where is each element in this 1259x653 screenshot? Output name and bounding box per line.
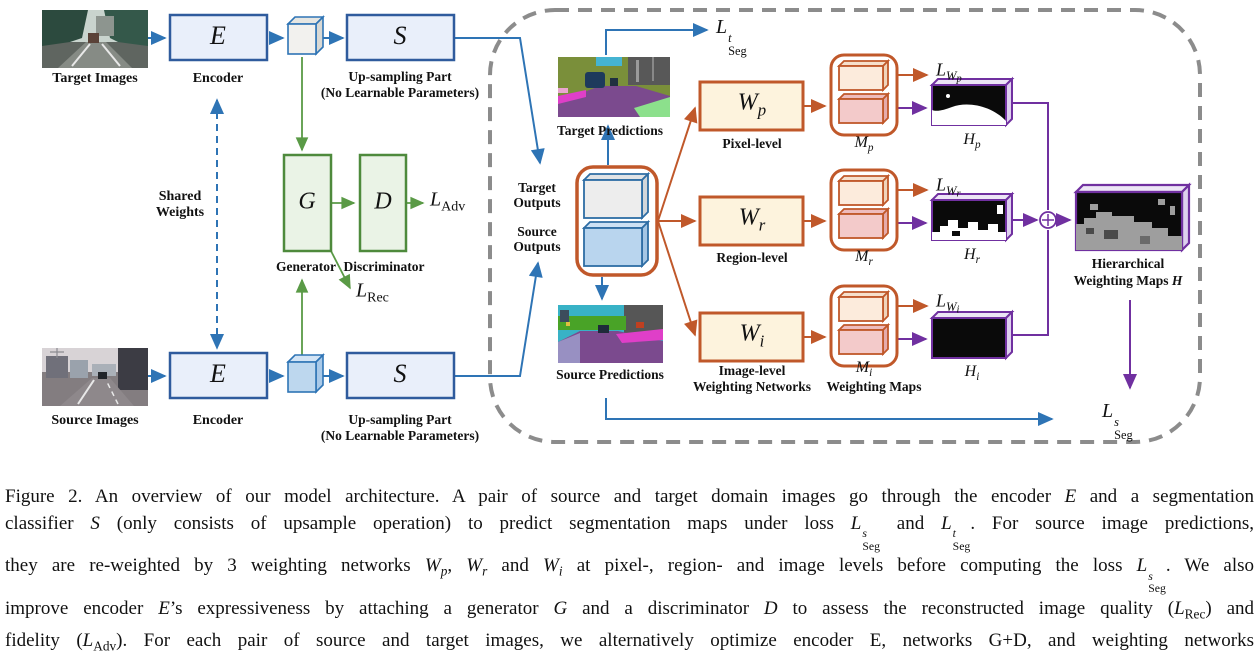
- caption-line: fidelity (LAdv). For each pair of source…: [5, 629, 1254, 653]
- discriminator-label: Discriminator: [343, 259, 425, 274]
- target-outputs-label-2: Outputs: [513, 195, 561, 210]
- hierarchical-map-hr: [929, 191, 1015, 243]
- blue-flow-arrows: [148, 23, 1054, 426]
- hierarchical-label-1: Hierarchical: [1091, 256, 1165, 271]
- shared-weights-label-1: Shared: [158, 189, 202, 204]
- target-street-photo: [42, 10, 148, 68]
- pixel-network-letter: Wp: [737, 89, 767, 120]
- target-predictions-image: [558, 57, 670, 117]
- mi-label: Mi: [855, 359, 873, 379]
- upsampling-top-label-1: Up-sampling Part: [348, 69, 452, 84]
- source-outputs-label-2: Outputs: [513, 239, 561, 254]
- caption-line: Figure 2. An overview of our model archi…: [5, 486, 1254, 507]
- feature-cube-top: [286, 15, 325, 56]
- generator-letter: G: [298, 188, 316, 215]
- upsampling-bottom-label-1: Up-sampling Part: [348, 412, 452, 427]
- source-predictions-label: Source Predictions: [556, 367, 664, 382]
- mr-label: Mr: [855, 248, 873, 268]
- upsampling-bottom-box: [345, 351, 456, 400]
- upsampling-bottom-letter: S: [393, 359, 407, 388]
- outputs-container: [575, 165, 659, 277]
- figure-caption: Figure 2. An overview of our model archi…: [5, 484, 1254, 653]
- architecture-diagram: Target Images E Encoder S Up-sampling Pa…: [42, 8, 1202, 444]
- discriminator-box: [358, 153, 408, 253]
- wp-loss-label: LWp: [936, 59, 962, 85]
- region-level-label: Region-level: [716, 250, 788, 265]
- mi-container: [829, 284, 899, 368]
- source-street-photo: [42, 348, 148, 406]
- upsampling-bottom-label-2: (No Learnable Parameters): [320, 428, 480, 443]
- pixel-level-box: [698, 80, 805, 132]
- hierarchical-map-hi: [929, 309, 1015, 361]
- mr-container: [829, 168, 899, 252]
- shared-weights-label-2: Weights: [155, 205, 205, 220]
- source-output-slab: [581, 219, 651, 269]
- caption-line: classifier S (only consists of upsample …: [5, 512, 1254, 553]
- generator-box: [282, 153, 333, 253]
- encoder-bottom-box: [168, 351, 269, 400]
- caption-line: improve encoder E’s expressiveness by at…: [5, 597, 1254, 622]
- encoder-bottom-label: Encoder: [192, 413, 244, 428]
- oplus-symbol: [1039, 211, 1057, 229]
- green-arrows: [295, 57, 425, 357]
- generator-label: Generator: [276, 259, 336, 274]
- upsampling-top-box: [345, 13, 456, 62]
- region-network-letter: Wr: [738, 204, 766, 235]
- mp-label: Mp: [854, 134, 874, 154]
- upsampling-top-letter: S: [393, 21, 407, 50]
- hierarchical-label-2: Weighting Maps H: [1073, 273, 1183, 288]
- target-images-label: Target Images: [52, 71, 138, 86]
- image-level-box: [698, 311, 805, 363]
- generator-discriminator-boxes: [282, 153, 408, 253]
- hr-label: Hr: [964, 246, 980, 266]
- encoder-upsampling-boxes: [168, 13, 456, 400]
- image-network-letter: Wi: [739, 320, 765, 351]
- upsampling-top-label-2: (No Learnable Parameters): [320, 85, 480, 100]
- hp-label: Hp: [963, 131, 981, 151]
- hierarchical-map-hp: [929, 76, 1015, 128]
- discriminator-letter: D: [374, 188, 392, 215]
- mp-container: [829, 53, 899, 137]
- target-predictions-label: Target Predictions: [556, 123, 664, 138]
- adv-loss-label: LAdv: [430, 188, 466, 215]
- wr-loss-label: LWr: [936, 174, 961, 200]
- caption-line: they are re-weighted by 3 weighting netw…: [5, 555, 1255, 596]
- pixel-level-label: Pixel-level: [722, 136, 782, 151]
- feature-cube-bottom: [286, 353, 325, 394]
- encoder-top-label: Encoder: [192, 71, 244, 86]
- wi-loss-label: LWi: [936, 290, 960, 316]
- source-images-label: Source Images: [51, 413, 139, 428]
- diagram-graphics: [42, 8, 1202, 444]
- image-level-label-1: Image-level: [718, 363, 786, 378]
- weighting-network-boxes: [698, 80, 805, 363]
- weighting-module-dashed-border: [488, 8, 1202, 444]
- encoder-top-letter: E: [210, 21, 226, 50]
- purple-arrows: [888, 101, 1137, 390]
- weighting-maps-label: Weighting Maps: [826, 379, 922, 394]
- source-predictions-image: [558, 305, 663, 363]
- encoder-top-box: [168, 13, 269, 62]
- rec-loss-label: LRec: [356, 279, 389, 306]
- target-output-slab: [581, 171, 651, 221]
- target-outputs-label-1: Target: [518, 180, 556, 195]
- orange-arrows: [657, 68, 929, 344]
- image-level-label-2: Weighting Networks: [692, 379, 812, 394]
- encoder-bottom-letter: E: [210, 359, 226, 388]
- region-level-box: [698, 195, 805, 247]
- hierarchical-combined-map: [1073, 182, 1192, 253]
- weighting-map-containers: [829, 53, 899, 368]
- hi-label: Hi: [964, 363, 980, 383]
- source-outputs-label-1: Source: [517, 224, 557, 239]
